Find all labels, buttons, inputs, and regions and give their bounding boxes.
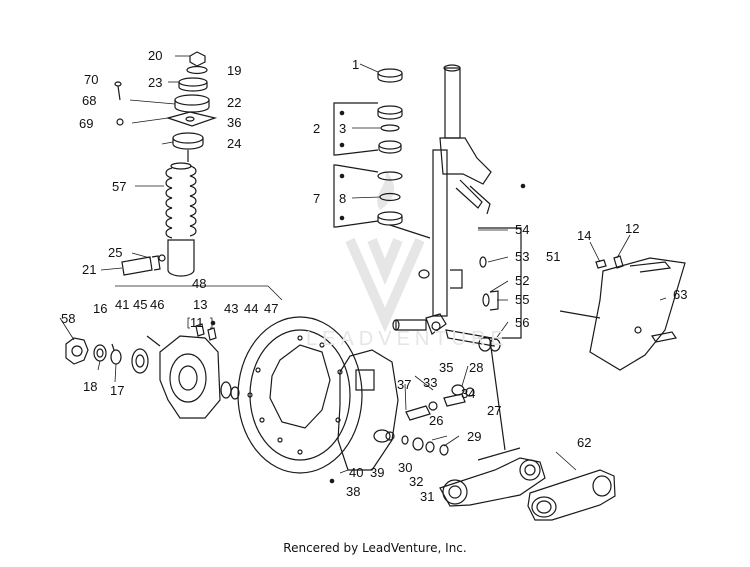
callout-54: 54 [515, 222, 530, 237]
callout-33: 33 [423, 375, 438, 390]
callout-28: 28 [469, 360, 484, 375]
callout-38: 38 [346, 484, 361, 499]
callout-53: 53 [515, 249, 530, 264]
callout-46: 46 [150, 297, 165, 312]
callout-11: 11 [190, 315, 204, 330]
callout-63: 63 [673, 287, 688, 302]
callout-39: 39 [370, 465, 385, 480]
callout-27: 27 [487, 403, 502, 418]
callout-70: 70 [84, 72, 99, 87]
callout-20: 20 [148, 48, 163, 63]
callout-16: 16 [93, 301, 108, 316]
callout-29: 29 [467, 429, 482, 444]
credit-footer: Rencered by LeadVenture, Inc. [283, 541, 467, 555]
callout-31: 31 [420, 489, 435, 504]
callout-23: 23 [148, 75, 163, 90]
callout-52: 52 [515, 273, 530, 288]
watermark-text: LEADVENTURE [306, 328, 509, 350]
callout-17: 17 [110, 383, 125, 398]
wheel-hub [65, 323, 240, 419]
callout-12: 12 [625, 221, 640, 236]
callout-1: 1 [352, 57, 360, 72]
callout-48: 48 [192, 276, 207, 291]
swing-arm [439, 447, 546, 507]
callout-35: 35 [439, 360, 454, 375]
callout-51: 51 [546, 249, 561, 264]
callout-47: 47 [264, 301, 279, 316]
callout-58: 58 [61, 311, 76, 326]
callout-8: 8 [339, 191, 347, 206]
callout-55: 55 [515, 292, 530, 307]
callout-56: 56 [515, 315, 530, 330]
callout-3: 3 [339, 121, 347, 136]
callout-69: 69 [79, 116, 94, 131]
callout-21: 21 [82, 262, 97, 277]
mudguard [559, 255, 686, 371]
brake-caliper-housing [337, 349, 475, 471]
callout-13: 13 [193, 297, 208, 312]
callout-7: 7 [313, 191, 321, 206]
callout-26: 26 [429, 413, 444, 428]
callout-68: 68 [82, 93, 97, 108]
callout-45: 45 [133, 297, 148, 312]
callout-44: 44 [244, 301, 259, 316]
callout-62: 62 [577, 435, 592, 450]
callout-22: 22 [227, 95, 242, 110]
callout-24: 24 [227, 136, 242, 151]
callout-25: 25 [108, 245, 123, 260]
callout-40: 40 [349, 465, 364, 480]
swing-arm-cover [527, 469, 616, 521]
callout-36: 36 [227, 115, 242, 130]
callout-2: 2 [313, 121, 321, 136]
callout-30: 30 [398, 460, 413, 475]
callout-18: 18 [83, 379, 98, 394]
callout-32: 32 [409, 474, 424, 489]
brake-disc [237, 316, 363, 474]
watermark-logo [345, 170, 425, 333]
shock-absorber [114, 51, 218, 277]
callout-43: 43 [224, 301, 239, 316]
callout-57: 57 [112, 179, 127, 194]
callout-37: 37 [397, 377, 412, 392]
callout-14: 14 [577, 228, 592, 243]
steering-column [333, 64, 522, 451]
callout-41: 41 [115, 297, 130, 312]
callout-34: 34 [461, 386, 476, 401]
callout-19: 19 [227, 63, 242, 78]
